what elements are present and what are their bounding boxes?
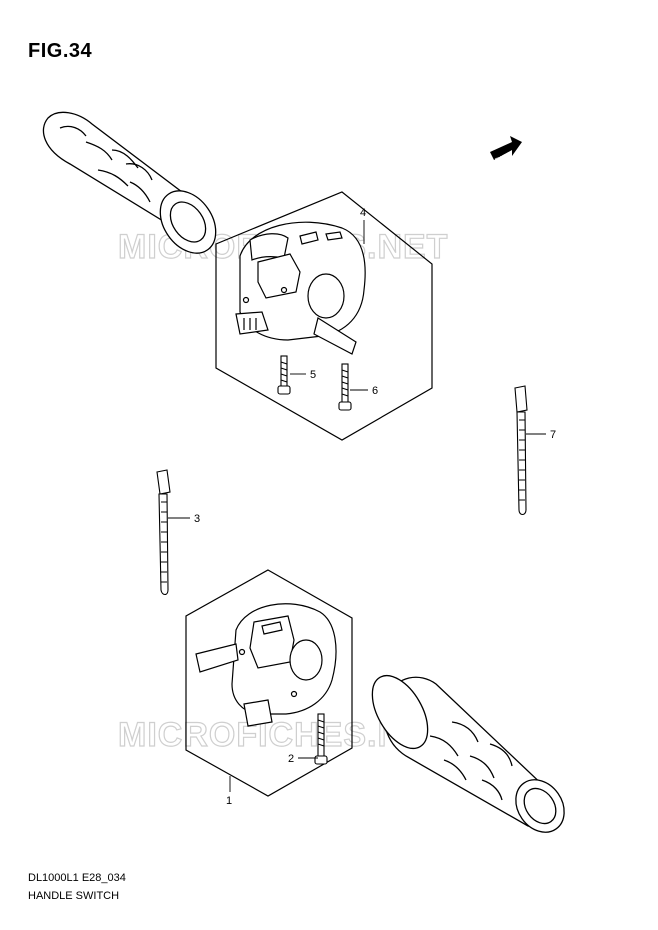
part-1-boundary <box>185 569 353 797</box>
right-grip <box>371 675 565 833</box>
screw-6 <box>338 363 352 411</box>
diagram-name: HANDLE SWITCH <box>28 890 120 902</box>
screw-2 <box>314 713 328 765</box>
fwd-arrow-icon: FWD <box>490 136 522 164</box>
figure-title: FIG.34 <box>28 40 93 62</box>
callout-1: 1 <box>226 795 232 807</box>
callout-7: 7 <box>550 429 556 441</box>
leader-lines <box>168 220 546 792</box>
screw-5 <box>277 355 291 395</box>
callout-4: 4 <box>360 207 366 219</box>
diagram-code: DL1000L1 E28_034 <box>28 872 126 884</box>
callout-5: 5 <box>310 369 316 381</box>
callout-3: 3 <box>194 513 200 525</box>
part-4-boundary <box>215 191 433 441</box>
callout-6: 6 <box>372 385 378 397</box>
left-handle-switch <box>195 603 337 727</box>
left-grip <box>42 111 217 254</box>
right-handle-switch <box>235 221 366 355</box>
fwd-label: FWD <box>494 153 510 164</box>
cable-tie-3 <box>156 469 171 596</box>
cable-tie-7 <box>514 385 528 516</box>
callout-2: 2 <box>288 753 294 765</box>
